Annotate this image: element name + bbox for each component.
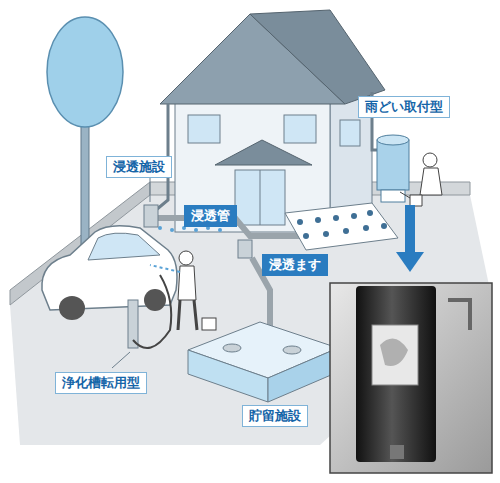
car-wheel [59,296,85,320]
label-text: 雨どい取付型 [365,99,443,115]
tank-side [268,348,338,402]
roof-side [250,10,385,104]
leader-line [112,352,130,368]
label-text: 浸透管 [191,208,230,224]
photo-frame [330,283,492,473]
barrel-stand [381,190,405,202]
rain-barrel-top [377,135,409,145]
car-wheel [144,289,166,311]
door [235,170,285,225]
arrow-shaft [405,205,415,253]
tank-front [188,350,268,402]
label-text: 貯留施設 [249,408,301,424]
label-box: 雨どい取付型 [358,96,450,118]
label-text: 浸透施設 [113,159,165,175]
window [340,120,360,146]
person-head [179,251,193,265]
label-box: 貯留施設 [242,405,308,427]
pavement-pattern [297,210,387,239]
permeable-pavement [285,203,398,250]
arrow-head [396,252,424,272]
label-box: 浸透管 [184,205,237,227]
bucket [202,318,216,330]
manhole [223,344,241,352]
car-window [88,233,160,260]
photo-faucet [390,445,404,459]
window [188,115,220,143]
photo-poster [372,325,418,385]
hose [133,275,171,348]
label-text: 浸透ます [269,257,321,273]
label-box: 浄化槽転用型 [55,372,147,394]
window [284,115,316,143]
person-body [178,266,196,300]
person-body [420,168,442,195]
label-box: 浸透ます [262,254,328,276]
rain-barrel [377,140,409,190]
spray [150,265,180,272]
person-head [423,153,437,167]
photo-poster-figure [380,339,408,366]
label-text: 浄化槽転用型 [62,375,140,391]
photo-wall-pipe [448,300,470,330]
manhole [283,346,301,354]
infiltration-pit [144,205,158,227]
car-body [42,226,177,310]
person-legs [178,300,197,330]
leader-line [150,178,151,202]
porch-roof [215,140,312,165]
infiltration-pit [238,240,252,258]
label-box: 浸透施設 [106,156,172,178]
watering-can [400,192,422,206]
door-line [260,170,261,225]
photo-pipe [356,286,436,462]
tree-crown [47,17,123,127]
